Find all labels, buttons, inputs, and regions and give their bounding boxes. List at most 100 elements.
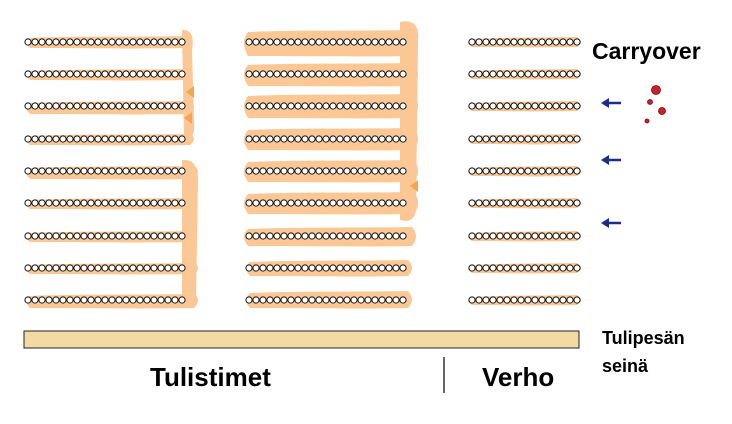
tube-bank-3-row-3-tube-2: [475, 102, 483, 110]
tube-bank-1-row-7-tube-5: [52, 232, 60, 240]
tube-bank-1-row-7-tube-15: [122, 232, 130, 240]
tube-bank-1-row-4-tube-13: [108, 135, 116, 143]
tube-bank-1-row-1-tube-17: [136, 38, 144, 46]
tube-bank-2-row-9-tube-16: [350, 296, 358, 304]
tube-bank-1-row-7-tube-20: [157, 232, 165, 240]
tube-bank-1-row-2-tube-12: [101, 70, 109, 78]
tube-bank-2-row-6-tube-9: [301, 199, 309, 207]
tube-bank-3-row-4-tube-6: [503, 135, 511, 143]
tube-bank-2-row-2-tube-12: [322, 70, 330, 78]
tube-bank-2-row-6-tube-7: [287, 199, 295, 207]
tube-bank-3-row-6-tube-14: [559, 199, 567, 207]
tube-bank-2-row-5-tube-10: [308, 167, 316, 175]
tube-bank-1-row-6-tube-7: [66, 199, 74, 207]
tube-bank-1-row-8-tube-4: [45, 264, 53, 272]
tube-bank-2-row-4-tube-16: [350, 135, 358, 143]
tube-bank-2-row-6-tube-5: [273, 199, 281, 207]
tube-bank-3-row-5-tube-15: [566, 167, 574, 175]
tube-bank-1-row-2-tube-16: [129, 70, 137, 78]
deposit-accent-3: [410, 180, 418, 192]
tube-bank-1-row-5-tube-8: [73, 167, 81, 175]
tube-bank-2-row-2-tube-19: [371, 70, 379, 78]
tube-bank-3-row-5-tube-9: [524, 167, 532, 175]
tube-bank-3-row-4-tube-13: [552, 135, 560, 143]
tube-bank-1-row-6-tube-9: [80, 199, 88, 207]
tube-bank-1-row-7-tube-10: [87, 232, 95, 240]
tube-bank-2-row-6-tube-20: [378, 199, 386, 207]
tube-bank-2-row-9-tube-4: [266, 296, 274, 304]
tube-bank-2-row-5-tube-8: [294, 167, 302, 175]
tube-bank-3-row-7-tube-8: [517, 232, 525, 240]
tube-bank-3-row-3-tube-14: [559, 102, 567, 110]
tube-bank-2-row-2-tube-17: [357, 70, 365, 78]
tube-bank-2-row-8-tube-13: [329, 264, 337, 272]
tube-bank-3-row-9-tube-4: [489, 296, 497, 304]
tube-bank-2-row-7-tube-23: [399, 232, 407, 240]
tube-bank-3-row-1-tube-3: [482, 38, 490, 46]
red-droplet-icon: [647, 99, 653, 105]
tube-bank-3-row-7-tube-9: [524, 232, 532, 240]
tube-bank-2-row-4-tube-15: [343, 135, 351, 143]
tube-bank-1-row-6-tube-13: [108, 199, 116, 207]
tube-bank-1-row-7-tube-6: [59, 232, 67, 240]
tube-bank-1-row-9-tube-10: [87, 296, 95, 304]
furnace-wall-caption-line-1: Tulipesän: [602, 328, 685, 348]
tube-bank-2-row-1-tube-19: [371, 38, 379, 46]
carryover-particles: [644, 85, 666, 124]
tube-bank-1-row-9-tube-19: [150, 296, 158, 304]
tube-bank-3-row-9-tube-5: [496, 296, 504, 304]
tube-bank-2-row-1-tube-12: [322, 38, 330, 46]
tube-bank-1-row-6-tube-19: [150, 199, 158, 207]
tube-bank-1-row-3-tube-22: [171, 102, 179, 110]
left-arrow-head: [601, 218, 609, 228]
tube-bank-2-row-9-tube-17: [357, 296, 365, 304]
tube-bank-3-row-4-tube-10: [531, 135, 539, 143]
tube-bank-2-row-2-tube-23: [399, 70, 407, 78]
tube-bank-1-row-2-tube-18: [143, 70, 151, 78]
tube-bank-2-row-3-tube-23: [399, 102, 407, 110]
tube-bank-3-row-8-tube-6: [503, 264, 511, 272]
tube-bank-2-row-6-tube-19: [371, 199, 379, 207]
tube-bank-1-row-2-tube-4: [45, 70, 53, 78]
tube-bank-1-row-5-tube-21: [164, 167, 172, 175]
tube-bank-1-row-8-tube-5: [52, 264, 60, 272]
tube-bank-1-row-4-tube-5: [52, 135, 60, 143]
tube-bank-1-row-8-tube-16: [129, 264, 137, 272]
tube-bank-2-row-1-tube-1: [245, 38, 253, 46]
tube-bank-3-row-2-tube-16: [573, 70, 581, 78]
tube-bank-3-row-6-tube-7: [510, 199, 518, 207]
tube-bank-2-row-8-tube-14: [336, 264, 344, 272]
tube-bank-1-row-7-tube-18: [143, 232, 151, 240]
tube-bank-1-row-1-tube-11: [94, 38, 102, 46]
tube-bank-1-row-6-tube-11: [94, 199, 102, 207]
tube-bank-2-row-4-tube-1: [245, 135, 253, 143]
tube-bank-3-row-3-tube-11: [538, 102, 546, 110]
tube-bank-1-row-3-tube-16: [129, 102, 137, 110]
tube-bank-1-row-9-tube-11: [94, 296, 102, 304]
tube-bank-1-row-6-tube-20: [157, 199, 165, 207]
tube-bank-3-row-6-tube-2: [475, 199, 483, 207]
tube-bank-1-row-4-tube-16: [129, 135, 137, 143]
tube-bank-1-row-5-tube-9: [80, 167, 88, 175]
tube-bank-2-row-4-tube-7: [287, 135, 295, 143]
tube-bank-2-row-7-tube-8: [294, 232, 302, 240]
tube-bank-2-row-1-tube-20: [378, 38, 386, 46]
tube-bank-2-row-2-tube-1: [245, 70, 253, 78]
tube-bank-3-row-2-tube-10: [531, 70, 539, 78]
tube-bank-2-row-7-tube-16: [350, 232, 358, 240]
tube-bank-2-row-3-tube-18: [364, 102, 372, 110]
tube-bank-1-row-9-tube-14: [115, 296, 123, 304]
tube-bank-3-row-3-tube-9: [524, 102, 532, 110]
tube-bank-2-row-1-tube-10: [308, 38, 316, 46]
tube-bank-1-row-4-tube-20: [157, 135, 165, 143]
tube-bank-3-row-9-tube-14: [559, 296, 567, 304]
tube-bank-1-row-9-tube-22: [171, 296, 179, 304]
tube-bank-1-row-4-tube-4: [45, 135, 53, 143]
tube-bank-2-row-5-tube-11: [315, 167, 323, 175]
red-droplet-icon: [644, 118, 650, 124]
tube-bank-3-row-5-tube-8: [517, 167, 525, 175]
tube-bank-2-row-3-tube-12: [322, 102, 330, 110]
tube-bank-3-row-1-tube-15: [566, 38, 574, 46]
tube-bank-3-row-2-tube-12: [545, 70, 553, 78]
tube-bank-1-row-1-tube-8: [73, 38, 81, 46]
